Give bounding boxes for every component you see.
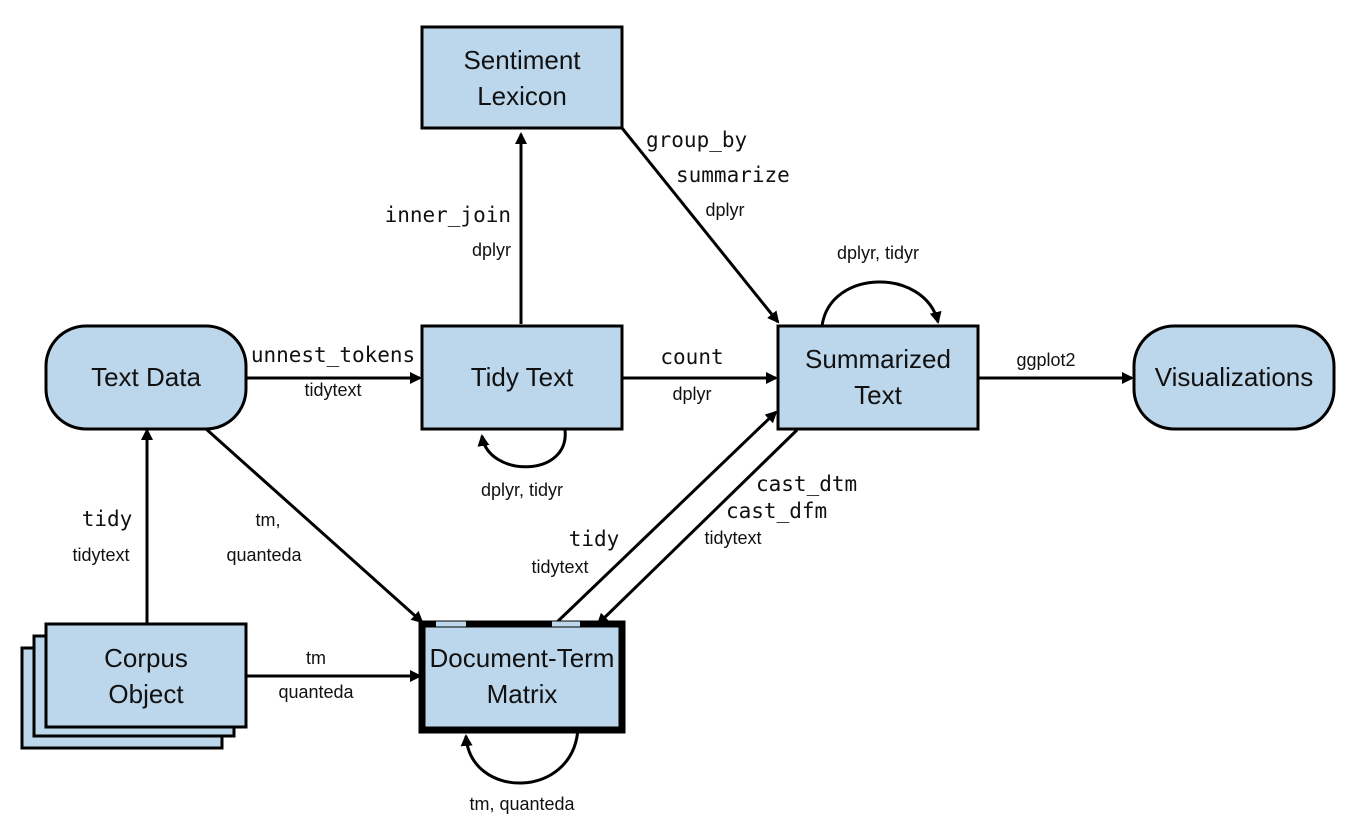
label-count: count bbox=[660, 345, 723, 369]
label-text-to-tidy-package: tidytext bbox=[304, 380, 361, 400]
node-summarized-text: Summarized Text bbox=[776, 324, 980, 431]
node-document-term-matrix: Document-Term Matrix bbox=[418, 620, 626, 734]
label-cast-dtm: cast_dtm bbox=[756, 472, 857, 496]
node-tidy-text: Tidy Text bbox=[420, 324, 624, 431]
label-corpus-to-dtm-quanteda: quanteda bbox=[278, 682, 354, 702]
node-text-data: Text Data bbox=[44, 324, 248, 431]
summarized-text-label-line2: Text bbox=[854, 380, 902, 410]
loop-tidy-text bbox=[477, 429, 567, 469]
loop-dtm bbox=[460, 727, 580, 785]
label-text-to-dtm-tm: tm, bbox=[256, 510, 281, 530]
label-summarize: summarize bbox=[676, 163, 790, 187]
corpus-object-label-line1: Corpus bbox=[104, 643, 188, 673]
tidy-text-label: Tidy Text bbox=[471, 362, 574, 392]
summarized-text-label-line1: Summarized bbox=[805, 344, 951, 374]
node-sentiment-lexicon: Sentiment Lexicon bbox=[420, 25, 624, 130]
edges bbox=[141, 127, 1134, 785]
label-tidy-loop-package: dplyr, tidyr bbox=[481, 480, 563, 500]
edge-dtm-to-summarized bbox=[553, 410, 778, 626]
label-corpus-to-text-package: tidytext bbox=[72, 545, 129, 565]
label-cast-dfm: cast_dfm bbox=[726, 499, 827, 523]
node-visualizations: Visualizations bbox=[1132, 324, 1336, 431]
node-corpus-object: Corpus Object bbox=[20, 622, 248, 750]
edge-summarized-to-dtm bbox=[596, 428, 799, 626]
label-text-to-dtm-quanteda: quanteda bbox=[226, 545, 302, 565]
sentiment-lexicon-label-line1: Sentiment bbox=[463, 45, 581, 75]
dtm-label-line1: Document-Term bbox=[430, 643, 615, 673]
label-tidy-to-lexicon-package: dplyr bbox=[472, 240, 511, 260]
loop-summarized bbox=[820, 280, 942, 327]
edge-labels: unnest_tokens tidytext inner_join dplyr … bbox=[72, 128, 1075, 814]
label-summarized-to-dtm-package: tidytext bbox=[704, 528, 761, 548]
corpus-object-label-line2: Object bbox=[108, 679, 184, 709]
label-dtm-to-summarized-package: tidytext bbox=[531, 557, 588, 577]
label-ggplot2: ggplot2 bbox=[1016, 350, 1075, 370]
label-dtm-loop-package: tm, quanteda bbox=[469, 794, 575, 814]
dtm-label-line2: Matrix bbox=[487, 679, 558, 709]
label-lexicon-to-summarized-package: dplyr bbox=[705, 200, 744, 220]
edge-text-to-dtm bbox=[204, 426, 424, 624]
label-tidy-corpus: tidy bbox=[82, 507, 133, 531]
sentiment-lexicon-label-line2: Lexicon bbox=[477, 81, 567, 111]
label-tidy-to-summarized-package: dplyr bbox=[672, 384, 711, 404]
edge-lexicon-to-summarized bbox=[620, 127, 780, 324]
label-inner-join: inner_join bbox=[385, 203, 511, 227]
text-data-label: Text Data bbox=[91, 362, 201, 392]
visualizations-label: Visualizations bbox=[1155, 362, 1314, 392]
label-group-by: group_by bbox=[646, 128, 747, 152]
label-tidy-dtm: tidy bbox=[569, 527, 620, 551]
label-unnest-tokens: unnest_tokens bbox=[251, 343, 415, 367]
label-corpus-to-dtm-tm: tm bbox=[306, 648, 326, 668]
label-summarized-loop-package: dplyr, tidyr bbox=[837, 243, 919, 263]
